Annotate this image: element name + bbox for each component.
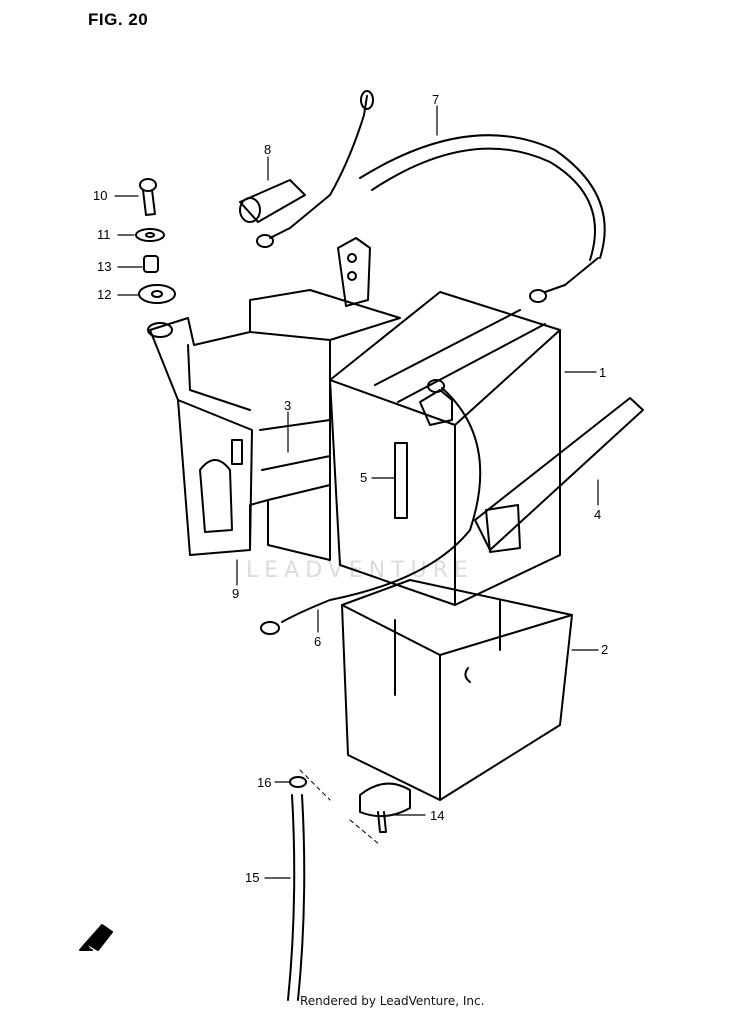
callout-12: 13 bbox=[97, 259, 111, 274]
footer-credit: Rendered by LeadVenture, Inc. bbox=[300, 994, 485, 1008]
callout-8: 8 bbox=[264, 142, 271, 157]
callout-14: 14 bbox=[430, 808, 444, 823]
battery bbox=[329, 291, 561, 606]
battery-holder-bracket bbox=[147, 289, 401, 561]
callout-5: 5 bbox=[360, 470, 367, 485]
battery-band bbox=[474, 397, 644, 553]
callout-10: 10 bbox=[93, 188, 107, 203]
callout-7: 7 bbox=[432, 92, 439, 107]
cushion bbox=[138, 284, 176, 304]
bolt bbox=[139, 178, 157, 216]
positive-lead-wire bbox=[256, 90, 606, 303]
callout-16: 16 bbox=[257, 775, 271, 790]
callout-15: 15 bbox=[245, 870, 259, 885]
callout-6: 6 bbox=[314, 634, 321, 649]
callout-13: 12 bbox=[97, 287, 111, 302]
callout-2: 2 bbox=[601, 642, 608, 657]
figure-title: FIG. 20 bbox=[88, 10, 149, 29]
callout-1: 1 bbox=[599, 365, 606, 380]
terminal-cover bbox=[239, 179, 306, 223]
case-cap bbox=[359, 782, 411, 833]
callout-9: 9 bbox=[232, 586, 239, 601]
hose-clamp bbox=[289, 776, 307, 788]
breather-hose bbox=[287, 794, 306, 1001]
callout-labels: 1 2 3 4 5 6 7 8 9 10 11 13 12 14 15 16 bbox=[93, 92, 608, 885]
negative-lead-wire bbox=[260, 379, 482, 635]
callout-3: 3 bbox=[284, 398, 291, 413]
assembly-guides bbox=[299, 769, 381, 846]
front-arrow-icon bbox=[79, 924, 113, 951]
spacer bbox=[143, 255, 159, 273]
callout-4: 4 bbox=[594, 507, 601, 522]
washer bbox=[135, 228, 165, 242]
callout-11: 11 bbox=[97, 227, 111, 242]
battery-case bbox=[341, 579, 573, 801]
leader-lines bbox=[114, 105, 599, 879]
holder-stay bbox=[337, 237, 371, 307]
